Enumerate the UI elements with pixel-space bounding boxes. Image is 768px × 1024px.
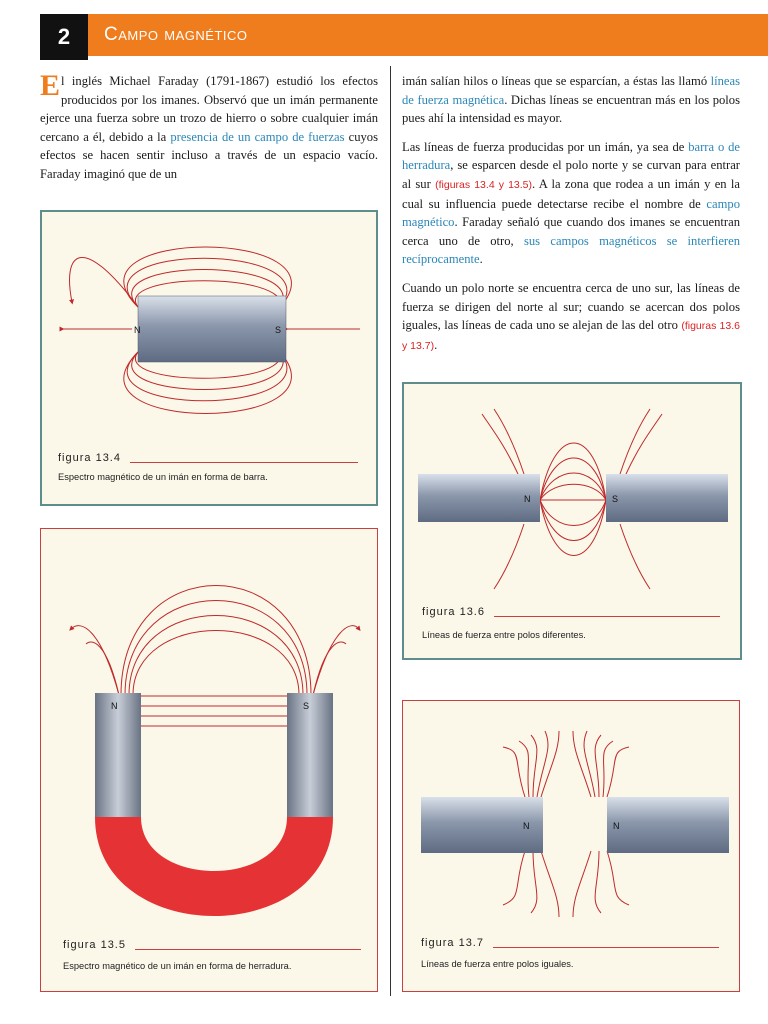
chapter-number: 2 [40, 14, 88, 60]
intro-text-a: l inglés Michael Faraday (1791-1867) est… [40, 74, 378, 144]
horseshoe-bend [95, 817, 333, 916]
figure-13-4: N S figura 13.4 Espectro magnético de un… [40, 210, 378, 506]
figure-caption: Espectro magnético de un imán en forma d… [58, 472, 268, 482]
pole-n-label: N [111, 701, 118, 711]
horseshoe-left-leg [95, 693, 141, 817]
p2-text-c: . A la zona que rodea a un imán y en la … [402, 176, 740, 211]
paragraph-1: imán salían hilos o líneas que se esparc… [402, 72, 740, 128]
figure-label: figura 13.5 [63, 939, 126, 951]
caption-rule [493, 947, 719, 948]
p2-text-e: . [479, 252, 483, 267]
intro-text-b: cuyos efectos se hacen sentir incluso a … [40, 129, 378, 181]
figure-caption: Líneas de fuerza entre polos iguales. [421, 959, 574, 969]
link-campo-magnetico[interactable]: campo magnético [402, 196, 740, 230]
figure-label: figura 13.4 [58, 452, 121, 464]
caption-rule [135, 949, 361, 950]
caption-rule [130, 462, 358, 463]
link-barra-herradura[interactable]: barra o de herradura [402, 139, 740, 173]
figure-caption: Líneas de fuerza entre polos diferentes. [422, 630, 586, 640]
p2-text-a: Las líneas de fuerza producidas por un i… [402, 139, 689, 154]
link-lineas-de-fuerza[interactable]: líneas de fuerza magnética [402, 74, 740, 107]
paragraph-2: Las líneas de fuerza producidas por un i… [402, 138, 740, 269]
right-column-text: imán salían hilos o líneas que se esparc… [402, 72, 740, 365]
column-divider [390, 66, 391, 996]
horseshoe-magnet-field-diagram: N S [69, 585, 361, 916]
drop-cap: E [40, 69, 61, 102]
bar-magnet [137, 295, 287, 363]
pole-n-label-right: N [613, 821, 620, 831]
p3-text-a: Cuando un polo norte se encuentra cerca … [402, 280, 740, 333]
like-poles-field-diagram: N N [421, 730, 729, 918]
bar-magnet-right [607, 797, 729, 853]
link-campo-de-fuerzas[interactable]: presencia de un campo de fuerzas [170, 129, 345, 144]
p2-text-b: , se esparcen desde el polo norte y se c… [402, 158, 740, 191]
bar-magnet-right [606, 474, 728, 522]
pole-s-label: S [303, 701, 309, 711]
paragraph-3: Cuando un polo norte se encuentra cerca … [402, 279, 740, 355]
p2-text-d: . Faraday señaló que cuando dos imanes s… [402, 215, 740, 248]
figure-13-7: N N figura 13.7 Líneas de fuerza entre p… [402, 700, 740, 992]
p1-text-a: imán salían hilos o líneas que se esparc… [402, 74, 711, 88]
bar-magnet-left [418, 474, 540, 522]
figure-reference[interactable]: (figuras 13.4 y 13.5) [435, 178, 533, 191]
caption-rule [494, 616, 720, 617]
pole-n-label: N [134, 325, 141, 335]
figure-reference[interactable]: (figuras 13.6 y 13.7) [402, 320, 740, 352]
figure-13-5: N S figura 13.5 Espectro magnético de un… [40, 528, 378, 992]
horseshoe-right-leg [287, 693, 333, 817]
figure-label: figura 13.6 [422, 606, 485, 618]
figure-label: figura 13.7 [421, 937, 484, 949]
pole-n-label-left: N [523, 821, 530, 831]
figure-13-6: N S figura 13.6 Líneas de fuerza entre p… [402, 382, 742, 660]
link-campos-interfieren[interactable]: sus campos magnéticos se interfieren rec… [402, 233, 740, 267]
chapter-title: Campo magnético [104, 24, 248, 45]
figure-caption: Espectro magnético de un imán en forma d… [63, 961, 292, 971]
p1-text-b: . Dichas líneas se encuentran más en los… [402, 92, 741, 126]
bar-magnet-field-diagram: N S [59, 246, 360, 414]
chapter-header-bar [40, 14, 768, 56]
pole-n-label: N [524, 494, 531, 504]
pole-s-label: S [275, 325, 281, 335]
bar-magnet-left [421, 797, 543, 853]
p3-text-b: . [434, 337, 438, 352]
opposite-poles-field-diagram: N S [418, 408, 728, 590]
pole-s-label: S [612, 494, 618, 504]
